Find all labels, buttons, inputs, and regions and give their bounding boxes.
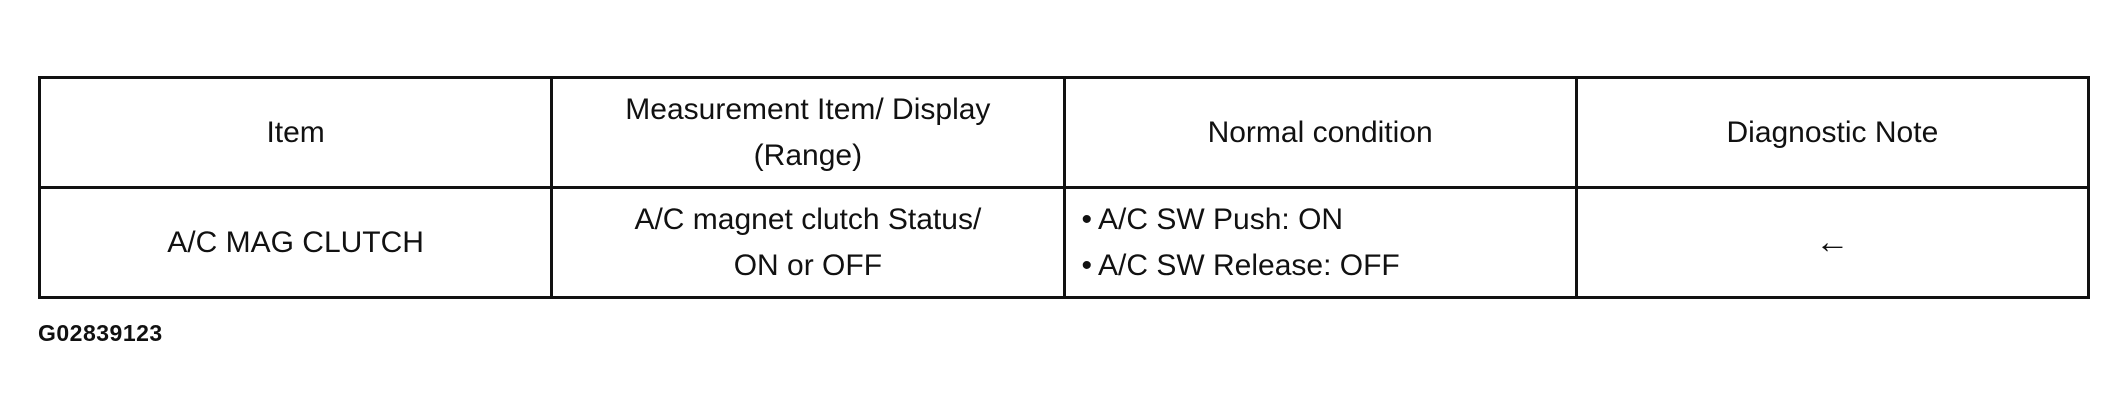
header-normal-condition: Normal condition [1062,76,1578,189]
header-measurement-item: Measurement Item/ Display (Range) [550,76,1066,189]
condition-bullet-item: •A/C SW Push: ON [1082,197,1565,243]
header-item: Item [37,76,554,189]
table-row: A/C MAG CLUTCH A/C magnet clutch Status/… [37,186,2091,299]
diagnostic-data-table: Item Measurement Item/ Display (Range) N… [37,76,2091,299]
left-arrow-icon: ← [1815,222,1850,261]
cell-measurement: A/C magnet clutch Status/ ON or OFF [550,186,1066,299]
bullet-icon: • [1081,248,1093,282]
header-diagnostic-note: Diagnostic Note [1574,76,2091,189]
cell-normal-condition: •A/C SW Push: ON •A/C SW Release: OFF [1062,186,1578,299]
cell-diagnostic-note: ← [1574,186,2091,299]
figure-id-label: G02839123 [38,320,163,346]
table-header-row: Item Measurement Item/ Display (Range) N… [37,76,2091,189]
cell-item: A/C MAG CLUTCH [37,186,554,299]
bullet-icon: • [1081,202,1093,236]
condition-bullet-item: •A/C SW Release: OFF [1082,243,1565,289]
